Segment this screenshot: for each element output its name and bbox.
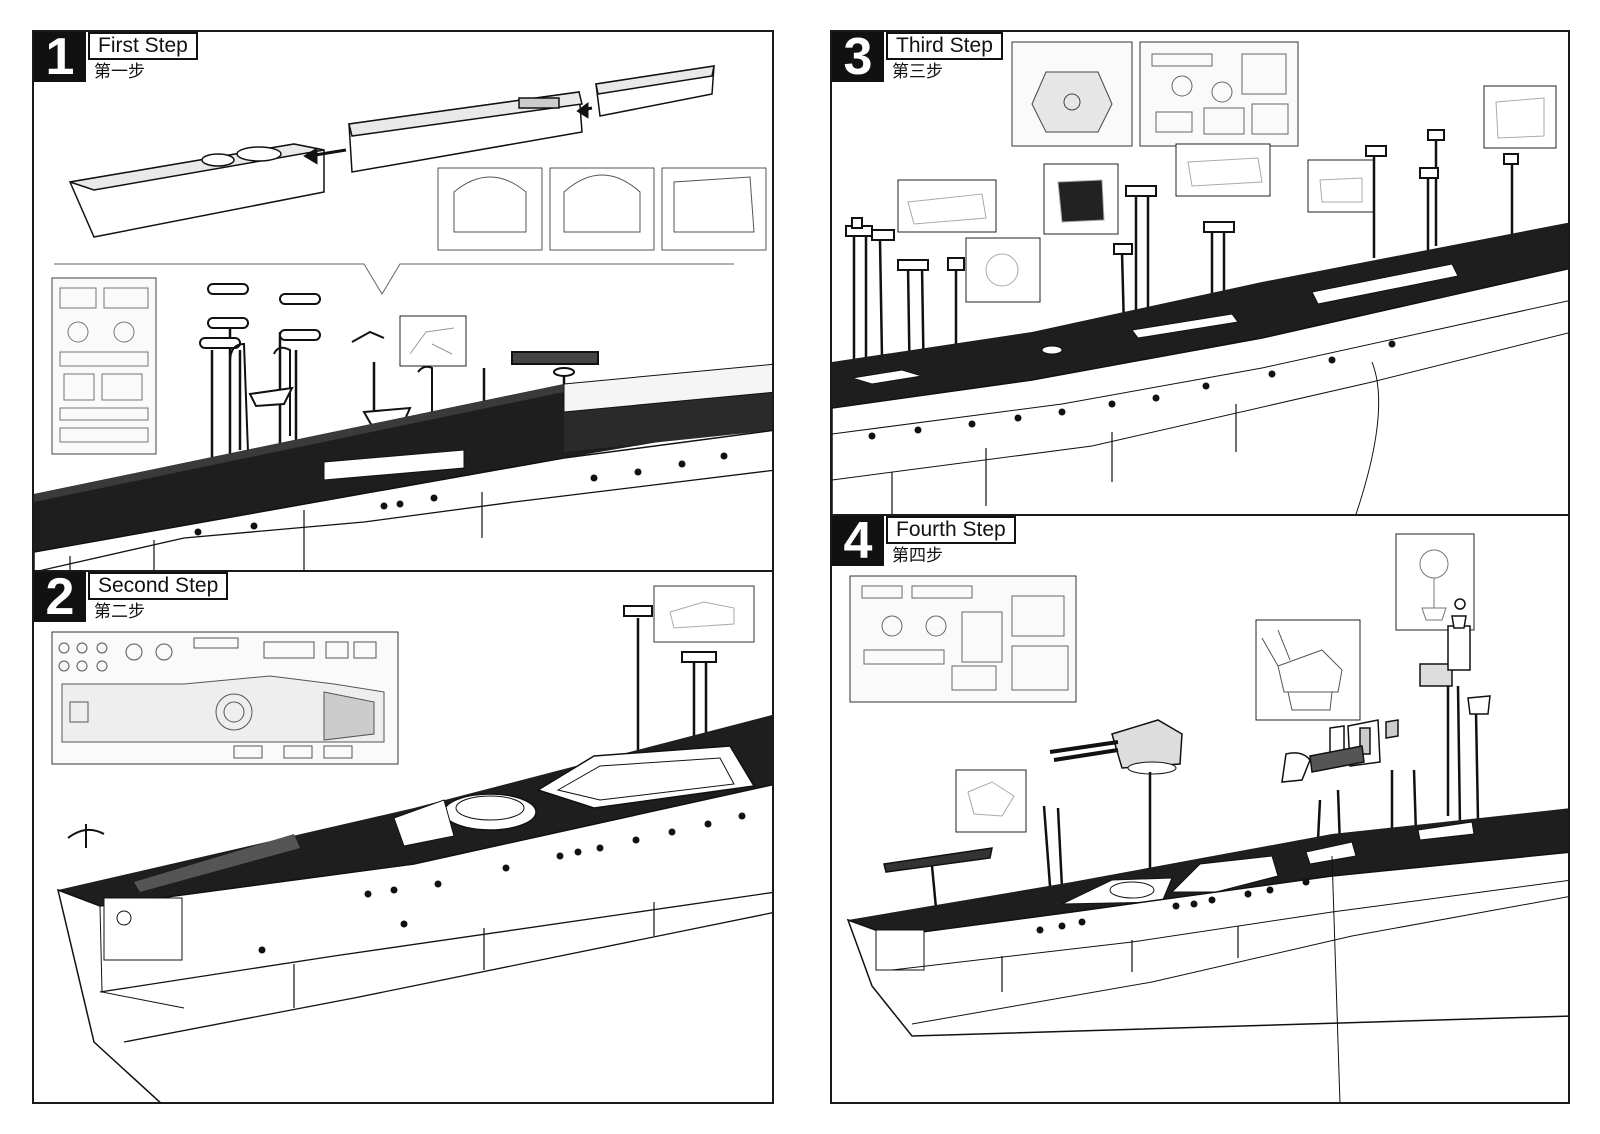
step-3-title: Third Step [886, 32, 1003, 60]
photo-etch-sheet [51, 631, 399, 765]
hull-main [832, 222, 1568, 522]
hull-mid-section [348, 91, 583, 173]
step-2-illustration [51, 585, 772, 1102]
part-drop-lines [930, 664, 1480, 909]
ventilator-parts [623, 605, 717, 663]
photo-etch-sheet [1011, 41, 1299, 147]
photo-etch-sheet [51, 277, 157, 455]
step-3-panel: 3 Third Step 第三步 [830, 30, 1570, 524]
part-detail-callout [653, 585, 755, 643]
gun-turret-icon [1261, 629, 1343, 711]
assembly-arrows [303, 102, 593, 165]
step-2-title: Second Step [88, 572, 229, 600]
hull-main [846, 808, 1568, 1102]
step-4-number: 4 [832, 516, 884, 567]
step-3-number: 3 [832, 32, 884, 83]
step-4-illustration [846, 533, 1568, 1102]
crane-detail-icon [1419, 549, 1449, 621]
step-2-number: 2 [34, 572, 86, 623]
step-4-panel: 4 Fourth Step 第四步 [830, 514, 1570, 1104]
step-2-subtitle: 第二步 [94, 602, 145, 622]
step-1-number: 1 [34, 32, 86, 83]
superstructure-parts [883, 598, 1491, 873]
bulkhead-callouts [437, 167, 767, 251]
hull-bow-section [68, 143, 325, 238]
step-4-title: Fourth Step [886, 516, 1016, 544]
ventilator-parts [199, 283, 599, 377]
step-3-illustration [832, 41, 1568, 522]
ventilator-parts [845, 129, 1519, 271]
photo-etch-sheet [849, 575, 1077, 703]
gun-turret [1049, 719, 1183, 775]
hull-bow [56, 715, 772, 1102]
step-1-panel: 1 First Step 第一步 [32, 30, 774, 581]
step-3-subtitle: 第三步 [892, 62, 943, 82]
step-2-panel: 2 Second Step 第二步 [32, 570, 774, 1104]
step-4-subtitle: 第四步 [892, 546, 943, 566]
step-1-subtitle: 第一步 [94, 62, 145, 82]
divider-callout [54, 263, 734, 295]
hull-stern-section [595, 65, 715, 117]
callout-sketches [907, 97, 1545, 287]
hull-main [34, 363, 772, 579]
step-1-title: First Step [88, 32, 198, 60]
callout-sketches [967, 781, 1015, 817]
part-detail-callout [399, 315, 467, 367]
step-1-illustration [34, 65, 772, 579]
